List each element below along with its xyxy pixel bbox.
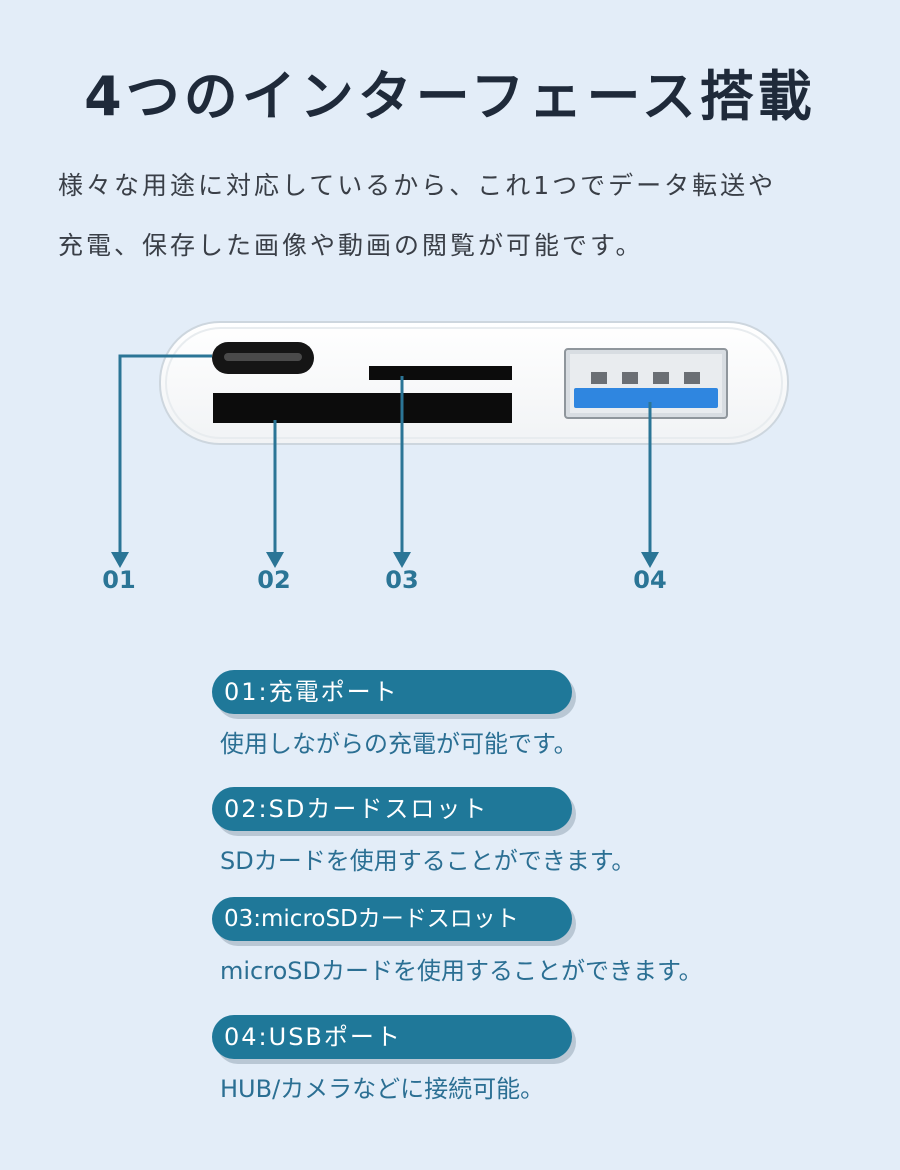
description: 様々な用途に対応しているから、これ1つでデータ転送や 充電、保存した画像や動画の… [58, 156, 858, 276]
feature-sd-slot: 02:SDカードスロット SDカードを使用することができます。 [212, 787, 635, 876]
leader-line-01 [118, 354, 212, 556]
callout-label-01: 01 [102, 566, 136, 594]
adapter-body-inner [165, 327, 783, 439]
arrow-02 [266, 552, 284, 568]
description-line-2: 充電、保存した画像や動画の閲覧が可能です。 [58, 231, 644, 260]
feature-description: HUB/カメラなどに接続可能。 [220, 1075, 545, 1103]
callout-labels: 01 02 03 04 [0, 566, 900, 602]
callout-label-04: 04 [633, 566, 667, 594]
feature-title: 01:充電ポート [212, 670, 572, 714]
arrow-04 [641, 552, 659, 568]
feature-description: 使用しながらの充電が可能です。 [220, 730, 578, 758]
arrow-03 [393, 552, 411, 568]
usb-a-contact-3 [653, 372, 669, 384]
feature-microsd-slot: 03:microSDカードスロット microSDカードを使用することができます… [212, 897, 703, 986]
adapter-diagram [111, 321, 789, 568]
feature-title: 03:microSDカードスロット [212, 897, 572, 941]
description-line-1: 様々な用途に対応しているから、これ1つでデータ転送や [58, 171, 777, 200]
usb-c-port-tongue [224, 353, 302, 361]
callout-label-03: 03 [385, 566, 419, 594]
arrow-01 [111, 552, 129, 568]
usb-a-contact-1 [591, 372, 607, 384]
usb-a-blue-tongue [574, 388, 718, 408]
page-title: 4つのインターフェース搭載 [84, 65, 816, 128]
feature-charging-port: 01:充電ポート 使用しながらの充電が可能です。 [212, 670, 578, 759]
microsd-card-slot [369, 366, 512, 380]
feature-title: 04:USBポート [212, 1015, 572, 1059]
feature-description: SDカードを使用することができます。 [220, 847, 636, 875]
feature-description: microSDカードを使用することができます。 [220, 957, 703, 985]
sd-card-slot [213, 393, 512, 423]
feature-title: 02:SDカードスロット [212, 787, 572, 831]
callout-label-02: 02 [257, 566, 291, 594]
usb-a-contact-4 [684, 372, 700, 384]
usb-a-contact-2 [622, 372, 638, 384]
feature-usb-port: 04:USBポート HUB/カメラなどに接続可能。 [212, 1015, 572, 1104]
